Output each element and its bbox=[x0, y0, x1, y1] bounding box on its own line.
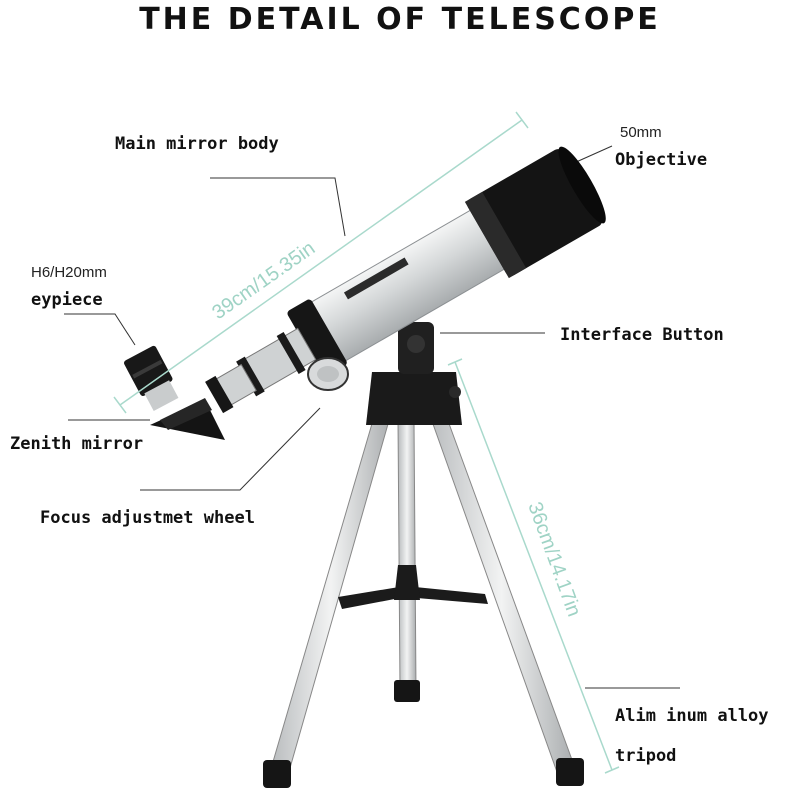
zenith-mirror-label: Zenith mirror bbox=[10, 434, 144, 454]
leader-focus bbox=[140, 407, 321, 491]
focus-wheel-label: Focus adjustmet wheel bbox=[40, 508, 255, 528]
eyepiece-barrel bbox=[124, 345, 179, 412]
tube-length-dimension-line bbox=[113, 111, 529, 414]
objective-size-label: 50mm bbox=[620, 124, 662, 141]
eyepiece-size-label: H6/H20mm bbox=[31, 264, 107, 281]
tripod-foot-left bbox=[263, 760, 291, 788]
tripod-height-text: 36cm/14.17in bbox=[523, 499, 585, 619]
tripod bbox=[263, 322, 584, 788]
tripod-height-dimension-line bbox=[447, 358, 620, 774]
tripod-foot-center bbox=[394, 680, 420, 702]
interface-button-label: Interface Button bbox=[560, 325, 724, 345]
tripod-label-line1: Alim inum alloy bbox=[615, 706, 769, 726]
leader-lines bbox=[64, 145, 680, 689]
page-title: THE DETAIL OF TELESCOPE bbox=[139, 2, 661, 37]
tripod-label-line2: tripod bbox=[615, 746, 677, 766]
tripod-foot-right bbox=[556, 758, 584, 786]
eyepiece-label: eypiece bbox=[31, 290, 103, 310]
main-mirror-body-label: Main mirror body bbox=[115, 134, 279, 154]
tripod-head bbox=[366, 372, 462, 425]
leader-main-mirror bbox=[210, 177, 346, 237]
objective-label: Objective bbox=[615, 150, 708, 170]
tube-label-strip bbox=[343, 257, 409, 300]
telescope-tube-assembly bbox=[205, 146, 606, 414]
rear-cell bbox=[287, 299, 347, 377]
leader-eyepiece bbox=[64, 313, 136, 346]
tripod-leg-center bbox=[397, 419, 417, 691]
